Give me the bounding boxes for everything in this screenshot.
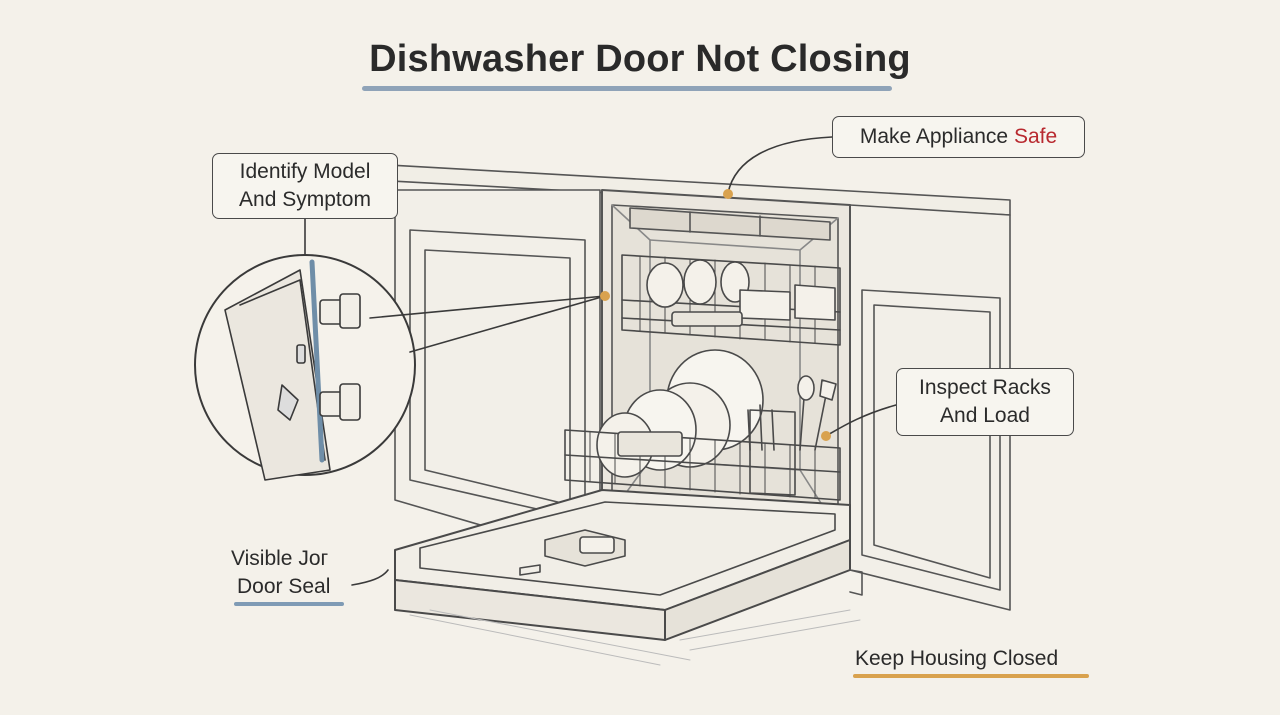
marker-top <box>723 189 733 199</box>
door-seal-label: Door Seal <box>237 575 331 598</box>
make-safe-prefix: Make Appliance <box>859 125 1009 148</box>
door-seal-underline <box>234 602 344 606</box>
lower-rack <box>564 349 841 529</box>
keep-housing-underline <box>853 674 1089 678</box>
marker-hinge <box>600 291 610 301</box>
identify-line2: And Symptom <box>239 188 371 211</box>
hinge-zoom-circle <box>194 254 416 481</box>
title-underline <box>362 86 892 91</box>
inspect-line2: And Load <box>940 404 1030 427</box>
make-safe-highlight: Safe <box>1013 125 1058 148</box>
floor-hatching <box>409 569 863 666</box>
open-door <box>394 489 851 641</box>
keep-housing-closed-label: Keep Housing Closed <box>855 647 1059 670</box>
callout-inspect-racks: Inspect Racks And Load <box>896 368 1074 436</box>
callout-make-appliance-safe: Make Appliance Safe <box>832 116 1085 158</box>
marker-rack <box>821 431 831 441</box>
identify-line1: Identify Model <box>239 160 371 183</box>
page-title: Dishwasher Door Not Closing <box>369 38 911 80</box>
inspect-line1: Inspect Racks <box>919 376 1051 399</box>
visible-joint-label: Visible Joг <box>231 547 329 570</box>
callout-identify-model: Identify Model And Symptom <box>212 153 398 219</box>
upper-rack <box>621 254 841 346</box>
